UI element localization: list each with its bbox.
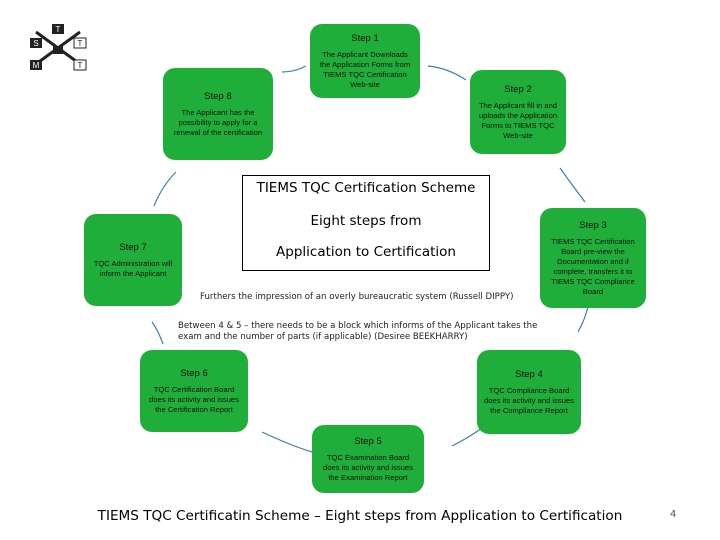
step-6-node: Step 6 TQC Certification Board does its … <box>140 350 248 432</box>
step-1-title: Step 1 <box>351 32 379 44</box>
logo-letter-top: T <box>56 25 61 34</box>
step-8-title: Step 8 <box>204 90 232 102</box>
tiems-logo: T S T M T <box>26 22 90 72</box>
step-7-node: Step 7 TQC Administration will inform th… <box>84 214 182 306</box>
step-6-desc: TQC Certification Board does its activit… <box>149 384 239 414</box>
step-3-desc: TIEMS TQC Certification Board pre-view t… <box>551 236 635 296</box>
page-number: 4 <box>670 509 677 520</box>
step-2-node: Step 2 The Applicant fill in and uploads… <box>470 70 566 154</box>
logo-letter-bottom-right: T <box>78 61 83 70</box>
step-7-title: Step 7 <box>119 241 147 253</box>
logo-letter-bottom-left: M <box>33 61 40 70</box>
footer-title: TIEMS TQC Certificatin Scheme – Eight st… <box>97 508 623 524</box>
connector-8-1 <box>281 65 307 73</box>
connector-6-7 <box>151 321 164 345</box>
connector-5-6 <box>261 431 313 453</box>
step-8-node: Step 8 The Applicant has the possibility… <box>163 68 273 160</box>
step-5-desc: TQC Examination Board does its activity … <box>323 452 413 482</box>
connector-4-5 <box>451 427 483 447</box>
center-title-line-1: TIEMS TQC Certification Scheme <box>256 180 476 196</box>
step-7-desc: TQC Administration will inform the Appli… <box>93 258 173 278</box>
step-6-title: Step 6 <box>180 367 208 379</box>
step-2-desc: The Applicant fill in and uploads the Ap… <box>478 100 558 140</box>
connector-2-3 <box>559 167 586 203</box>
step-4-title: Step 4 <box>515 368 543 380</box>
note-between-4-5: Between 4 & 5 – there needs to be a bloc… <box>178 321 538 342</box>
step-4-node: Step 4 TQC Compliance Board does its act… <box>477 350 581 434</box>
center-title-line-2: Eight steps from <box>310 213 422 229</box>
logo-letter-left: S <box>33 39 38 48</box>
step-1-desc: The Applicant Downloads the Application … <box>319 49 411 89</box>
connector-1-2 <box>427 65 467 81</box>
step-3-title: Step 3 <box>579 219 607 231</box>
connector-7-8 <box>153 171 177 207</box>
step-5-node: Step 5 TQC Examination Board does its ac… <box>312 425 424 493</box>
center-title-box: TIEMS TQC Certification Scheme Eight ste… <box>242 175 490 271</box>
step-3-node: Step 3 TIEMS TQC Certification Board pre… <box>540 208 646 308</box>
center-title-line-3: Application to Certification <box>276 244 456 260</box>
step-5-title: Step 5 <box>354 435 382 447</box>
step-1-node: Step 1 The Applicant Downloads the Appli… <box>310 24 420 98</box>
logo-letter-right: T <box>78 39 83 48</box>
step-8-desc: The Applicant has the possibility to app… <box>173 107 263 137</box>
step-2-title: Step 2 <box>504 83 532 95</box>
note-bureaucracy: Furthers the impression of an overly bur… <box>200 292 514 302</box>
step-4-desc: TQC Compliance Board does its activity a… <box>484 385 574 415</box>
